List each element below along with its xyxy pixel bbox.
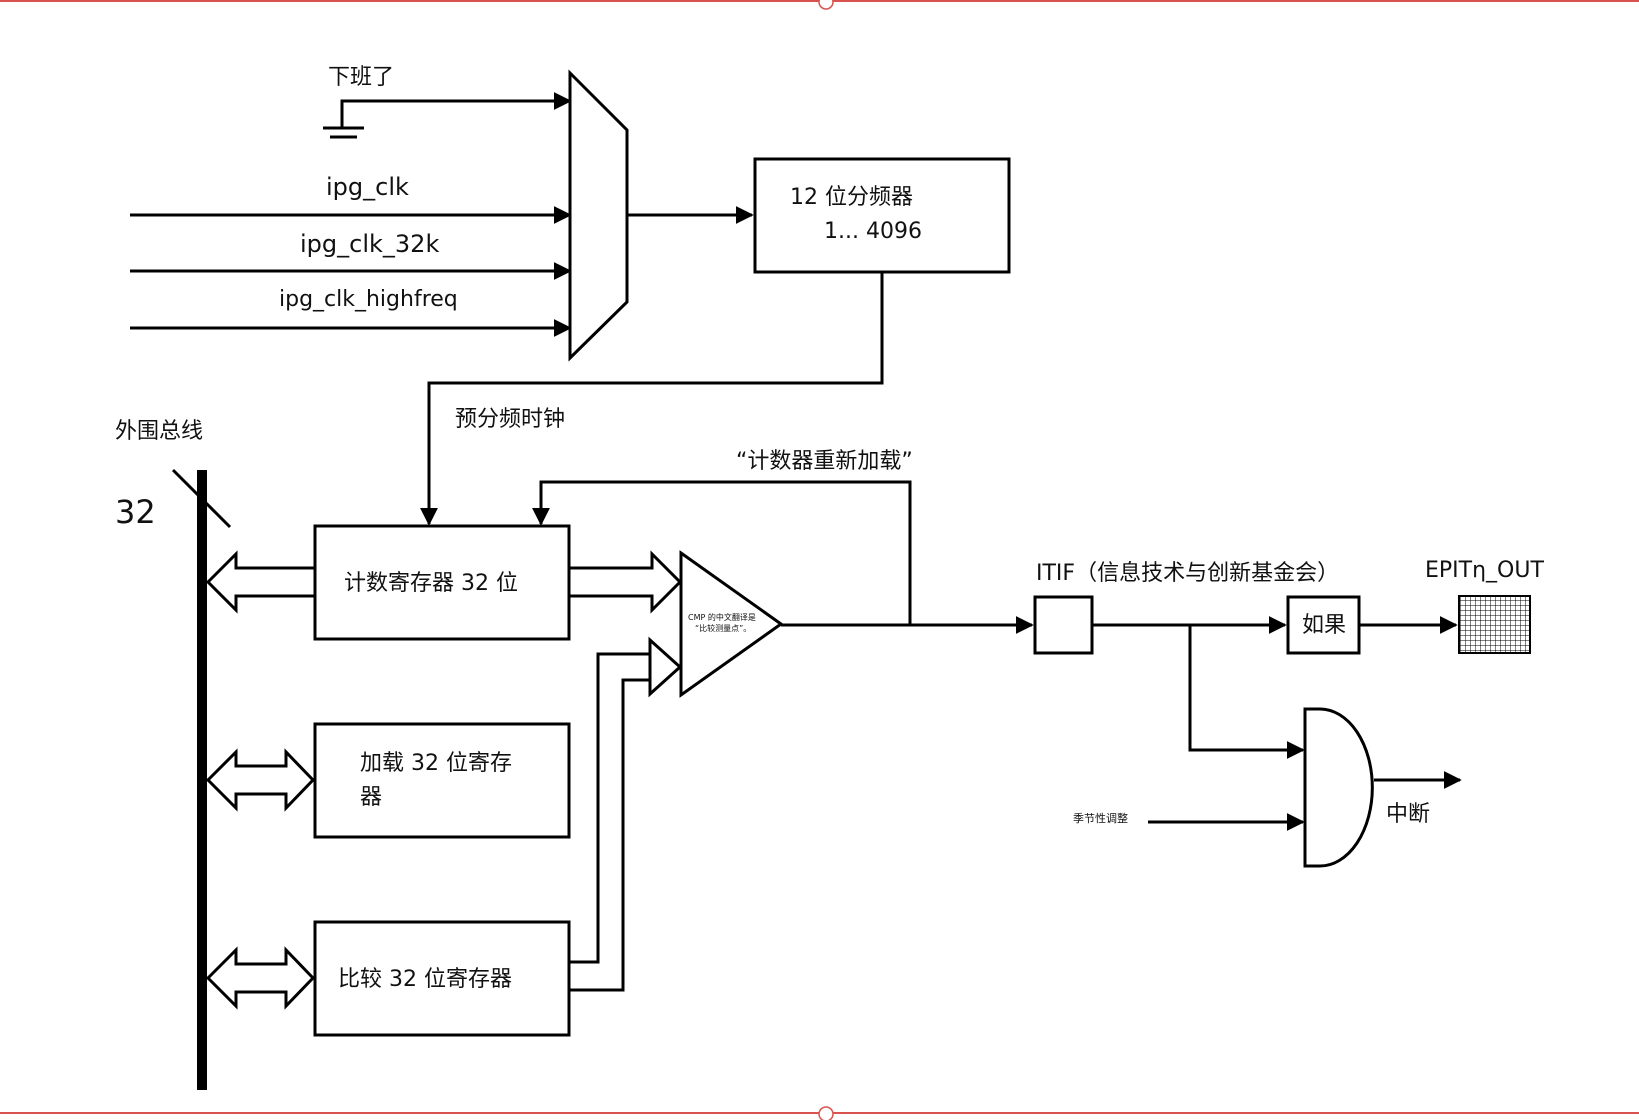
interrupt-label: 中断 xyxy=(1386,802,1430,827)
if-box-label: 如果 xyxy=(1302,613,1346,638)
counter-register-label: 计数寄存器 32 位 xyxy=(344,571,518,596)
itif-label: ITIF（信息技术与创新基金会） xyxy=(1036,561,1339,586)
epit-out: EPITη_OUT xyxy=(1425,558,1544,654)
cmp-note-2: “比较测量点”。 xyxy=(695,623,751,633)
load-register-label-1: 加载 32 位寄存 xyxy=(360,751,512,776)
compare-register-label: 比较 32 位寄存器 xyxy=(338,967,512,992)
and-gate xyxy=(1303,707,1374,868)
ground-input-label: 下班了 xyxy=(328,65,394,90)
prescaler-title: 12 位分频器 xyxy=(790,185,913,210)
clock-inputs: ipg_clk ipg_clk_32k ipg_clk_highfreq xyxy=(130,173,572,337)
counter-register: 计数寄存器 32 位 xyxy=(313,524,571,641)
clk-label-1: ipg_clk xyxy=(326,173,409,201)
clk-label-3: ipg_clk_highfreq xyxy=(279,287,458,312)
prescaled-clock-label: 预分频时钟 xyxy=(455,407,565,432)
peripheral-bus: 外围总线 32 xyxy=(115,419,232,1090)
counter-to-cmp-arrow xyxy=(567,550,683,614)
itif-block: ITIF（信息技术与创新基金会） xyxy=(1033,561,1339,655)
bus-width-label: 32 xyxy=(115,493,156,531)
epit-out-label: EPITη_OUT xyxy=(1425,558,1544,583)
load-register-label-2: 器 xyxy=(360,785,382,810)
clk-label-2: ipg_clk_32k xyxy=(300,230,439,258)
compare-register: 比较 32 位寄存器 xyxy=(313,920,571,1037)
if-block: 如果 xyxy=(1286,595,1361,655)
clock-mux xyxy=(568,69,629,362)
compare-to-cmp-lines xyxy=(569,636,683,992)
cmp-note-1: CMP 的中文翻译是 xyxy=(688,612,756,622)
load-register: 加载 32 位寄存 器 xyxy=(313,722,571,839)
bus-arrows xyxy=(205,550,317,1010)
prescaler-block: 12 位分频器 1... 4096 xyxy=(753,157,1011,274)
ground-input: 下班了 xyxy=(323,65,572,139)
prescaler-range: 1... 4096 xyxy=(824,219,922,244)
comparator: CMP 的中文翻译是 “比较测量点”。 xyxy=(679,550,784,698)
counter-reload-label: “计数器重新加载” xyxy=(736,449,913,474)
bus-label: 外围总线 xyxy=(115,419,203,444)
seasonal-adjust-label: 季节性调整 xyxy=(1073,811,1128,825)
